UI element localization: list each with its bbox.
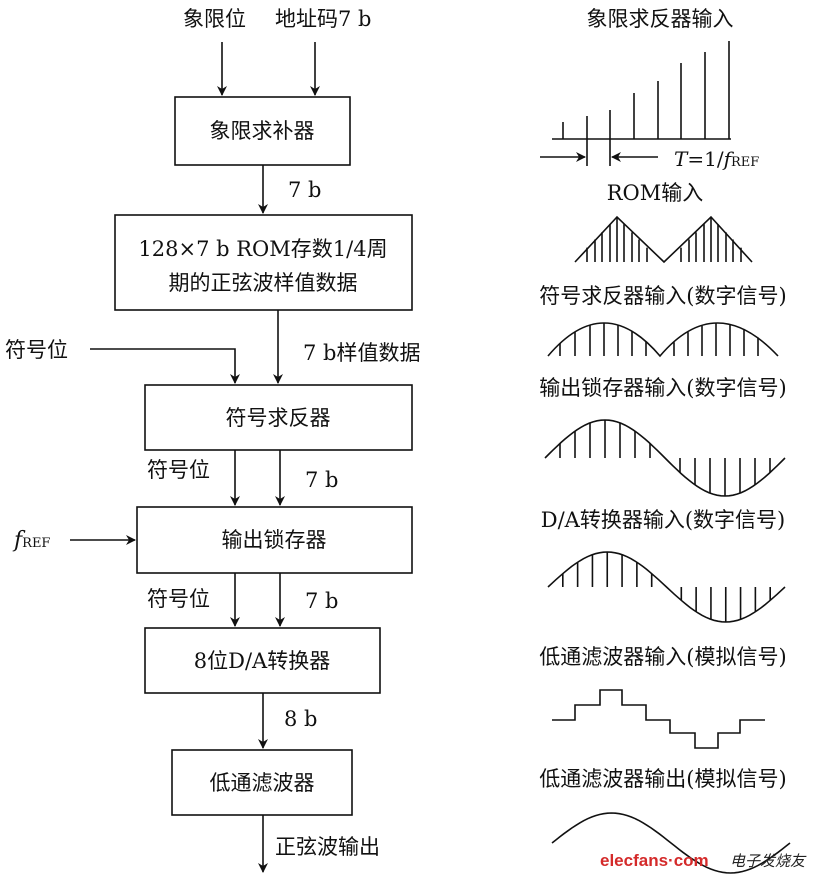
label-7b-b: 7 b — [305, 468, 338, 492]
label-7b-a: 7 b — [288, 178, 321, 202]
watermark: elecfans·com 电子发烧友 — [600, 851, 807, 870]
wave-label-sign-inverter-input: 符号求反器输入(数字信号) — [539, 284, 786, 308]
label-8b: 8 b — [284, 707, 317, 731]
label-fref: fREF — [12, 528, 50, 553]
period-label: T=1/fREF — [674, 147, 759, 171]
wave-staircase — [552, 689, 765, 749]
wave-ramp-pulses — [552, 41, 731, 140]
rectified-envelope — [547, 322, 779, 358]
wave-sine-samples-latch — [544, 419, 786, 497]
sine-envelope — [551, 812, 791, 874]
label-7b-c: 7 b — [305, 589, 338, 613]
wave-label-latch-input: 输出锁存器输入(数字信号) — [539, 376, 786, 400]
label-address-code: 地址码7 b — [275, 7, 371, 31]
wave-label-lowpass-input: 低通滤波器输入(模拟信号) — [539, 645, 786, 669]
block-rom-line2: 期的正弦波样值数据 — [169, 271, 358, 295]
block-chain: 象限位 地址码7 b 象限求补器 7 b 128×7 b ROM存数1/4周 期… — [5, 7, 420, 873]
label-sign-bit-a: 符号位 — [147, 458, 210, 482]
wave-triangle-samples — [574, 215, 753, 264]
wave-smooth-sine — [551, 812, 791, 874]
label-sign-bit-in: 符号位 — [5, 338, 68, 362]
block-rom — [114, 214, 413, 311]
triangle-envelope — [574, 215, 753, 264]
sine-envelope — [547, 551, 786, 623]
block-output-latch — [136, 506, 413, 574]
label-sign-bit-b: 符号位 — [147, 587, 210, 611]
block-rom-line1: 128×7 b ROM存数1/4周 — [138, 237, 387, 261]
sine-envelope — [544, 419, 786, 497]
wave-label-rom-input: ROM输入 — [607, 181, 704, 205]
block-lowpass — [171, 749, 353, 816]
wave-label-quadrant-inverter-input: 象限求反器输入 — [587, 7, 734, 31]
block-lowpass-label: 低通滤波器 — [210, 771, 315, 795]
block-dac-label: 8位D/A转换器 — [194, 649, 330, 673]
wave-rectified-samples — [547, 322, 779, 358]
block-sign-inverter-label: 符号求反器 — [226, 406, 331, 430]
label-sine-out: 正弦波输出 — [275, 835, 380, 859]
wave-label-dac-input: D/A转换器输入(数字信号) — [541, 508, 785, 532]
label-quadrant-bit: 象限位 — [183, 7, 246, 31]
wave-sine-samples-dac — [547, 551, 786, 623]
label-sample-data: 7 b样值数据 — [303, 341, 420, 365]
watermark-site: elecfans·com — [600, 851, 709, 870]
block-sign-inverter — [144, 384, 413, 451]
watermark-cn: 电子发烧友 — [730, 852, 807, 870]
waveforms: 象限求反器输入 T=1/fREF ROM输入 符号求反器输入(数字信号) 输出锁… — [539, 7, 791, 874]
block-quadrant-complement — [174, 96, 351, 166]
arrow-sign-bit-in — [90, 348, 240, 384]
block-quadrant-complement-label: 象限求补器 — [210, 119, 315, 143]
block-output-latch-label: 输出锁存器 — [222, 528, 327, 552]
wave-label-lowpass-output: 低通滤波器输出(模拟信号) — [539, 767, 786, 791]
